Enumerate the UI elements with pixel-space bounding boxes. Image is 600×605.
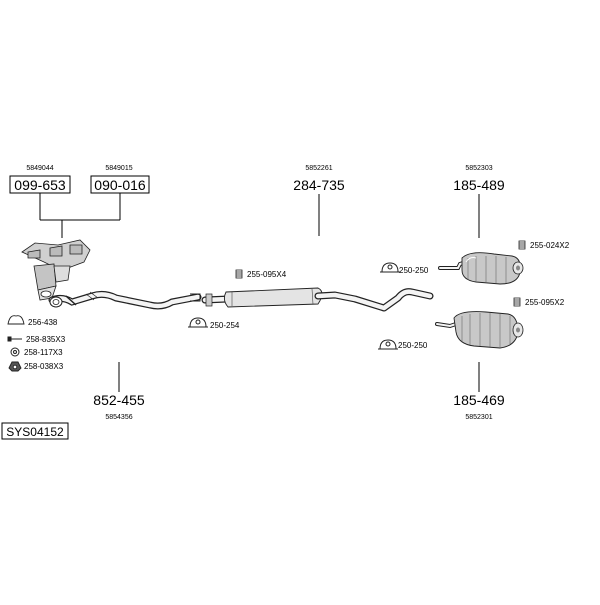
catalytic-converter-drawing[interactable] [21,239,91,301]
accessory-code: 255-095X2 [525,298,565,307]
part-number: 284-735 [293,177,345,193]
system-code-label: SYS04152 [1,422,69,440]
accessory-clamp-mid[interactable]: 255-095X4 [235,269,287,279]
accessory-hanger-mid-top[interactable]: 250-250 [380,262,429,275]
part-label-rear-silencer-top[interactable]: 5852303 185-489 [453,165,505,238]
rear-silencer-bottom-drawing[interactable] [435,311,524,349]
front-pipe-drawing[interactable] [48,290,202,310]
oem-number: 5852301 [465,414,492,421]
rubber-hanger-icon [380,262,400,273]
fitting-legend: 256-438 258-835X3 258-117X3 258-038X3 [7,315,66,372]
system-code: SYS04152 [6,425,64,439]
nut-icon [8,361,22,372]
legend-code: 256-438 [28,318,58,327]
oem-number: 5849044 [26,165,53,172]
gasket-icon [7,315,25,325]
system-code-box [1,422,69,440]
clamp-icon [513,297,521,307]
part-label-rear-silencer-bottom[interactable]: 185-469 5852301 [453,362,505,421]
accessory-code: 250-254 [210,321,240,330]
legend-code: 258-117X3 [24,348,63,357]
clamp-icon [235,269,243,279]
accessory-code: 255-095X4 [247,270,287,279]
rubber-hanger-icon [378,339,398,350]
rear-silencer-top-drawing[interactable] [438,252,524,285]
part-number: 090-016 [94,177,146,193]
oem-number: 5854356 [105,414,132,421]
part-number: 185-489 [453,177,505,193]
part-label-middle-silencer[interactable]: 5852261 284-735 [293,165,345,236]
accessory-code: 250-250 [398,341,428,350]
bolt-icon [7,336,22,342]
part-label-front-pipe[interactable]: 852-455 5854356 [93,362,145,421]
washer-icon [10,347,20,357]
part-number: 099-653 [14,177,66,193]
legend-item-nut[interactable]: 258-038X3 [8,361,64,372]
accessory-clamp-rear-top[interactable]: 255-024X2 [518,240,570,250]
part-label-cat-a[interactable]: 5849044 099-653 [9,165,71,194]
accessory-code: 250-250 [399,266,429,275]
legend-item-gasket[interactable]: 256-438 [7,315,58,327]
accessory-hanger-front[interactable]: 250-254 [188,317,240,330]
legend-code: 258-038X3 [24,362,64,371]
rubber-hanger-icon [188,317,208,328]
middle-silencer-drawing[interactable] [201,287,434,312]
oem-number: 5852303 [465,165,492,172]
cat-leader-lines [39,193,121,238]
oem-number: 5849015 [105,165,132,172]
legend-code: 258-835X3 [26,335,66,344]
legend-item-washer[interactable]: 258-117X3 [10,347,63,357]
part-number: 185-469 [453,392,505,408]
accessory-code: 255-024X2 [530,241,570,250]
clamp-icon [518,240,526,250]
legend-item-bolt[interactable]: 258-835X3 [7,335,66,344]
part-label-cat-b[interactable]: 5849015 090-016 [90,165,150,194]
part-number: 852-455 [93,392,145,408]
accessory-clamp-rear-bottom[interactable]: 255-095X2 [513,297,565,307]
oem-number: 5852261 [305,165,332,172]
accessory-hanger-mid-bottom[interactable]: 250-250 [378,339,428,350]
